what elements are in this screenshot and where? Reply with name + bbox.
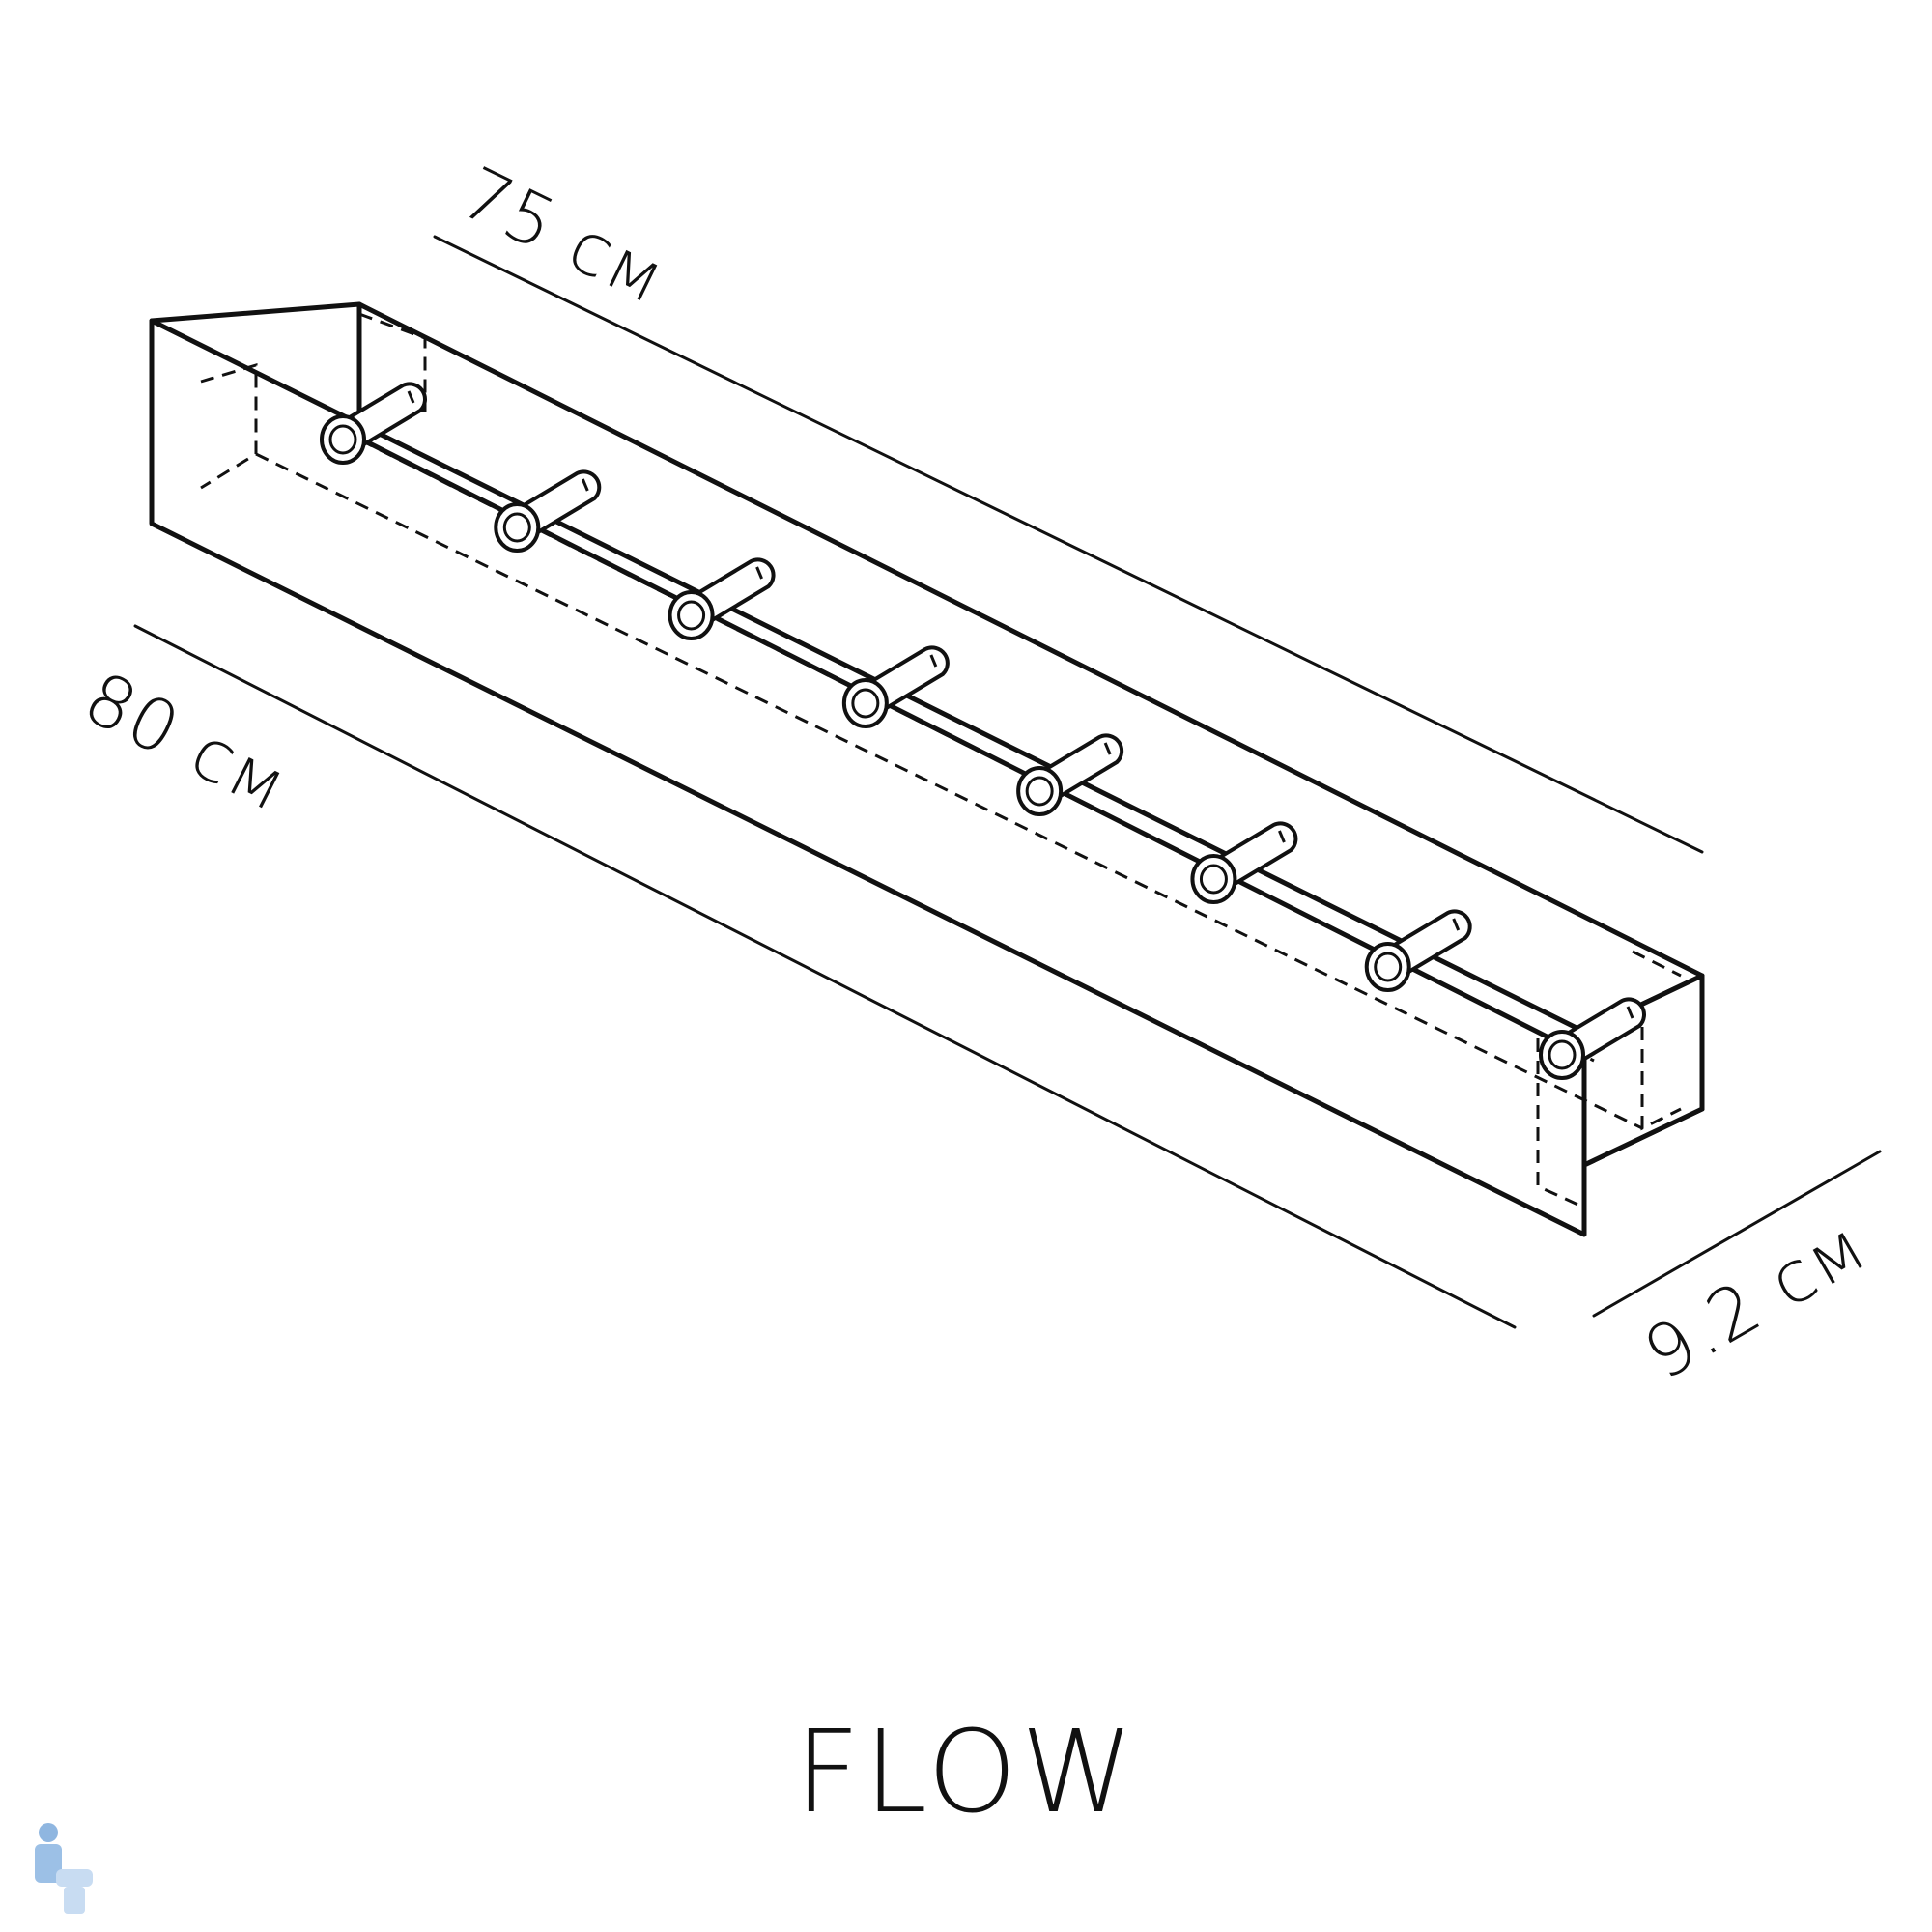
peg-8 (1539, 997, 1646, 1080)
dimension-line-bottom (133, 624, 1517, 1329)
peg-4 (841, 645, 950, 728)
peg-2 (494, 469, 602, 553)
santech-mascot-icon (35, 1823, 93, 1914)
dimension-line-top (433, 235, 1704, 854)
front-panel (149, 318, 1587, 1237)
peg-7 (1364, 909, 1472, 992)
dimension-label-depth: 9.2 см (1631, 1204, 1881, 1396)
dimension-label-top: 75 см (448, 152, 679, 322)
dimension-line-depth (1592, 1150, 1882, 1318)
product-title: FLOW (795, 1705, 1138, 1838)
dimension-label-bottom: 80 см (71, 656, 302, 828)
peg-5 (1016, 733, 1124, 816)
end-cap-right (1581, 973, 1705, 1168)
peg-3 (668, 557, 776, 640)
side-watermark (1911, 1835, 1924, 1893)
peg-6 (1190, 821, 1298, 904)
rack-body (149, 301, 1705, 1237)
peg-1 (320, 382, 427, 465)
pegs-group (320, 382, 1646, 1080)
